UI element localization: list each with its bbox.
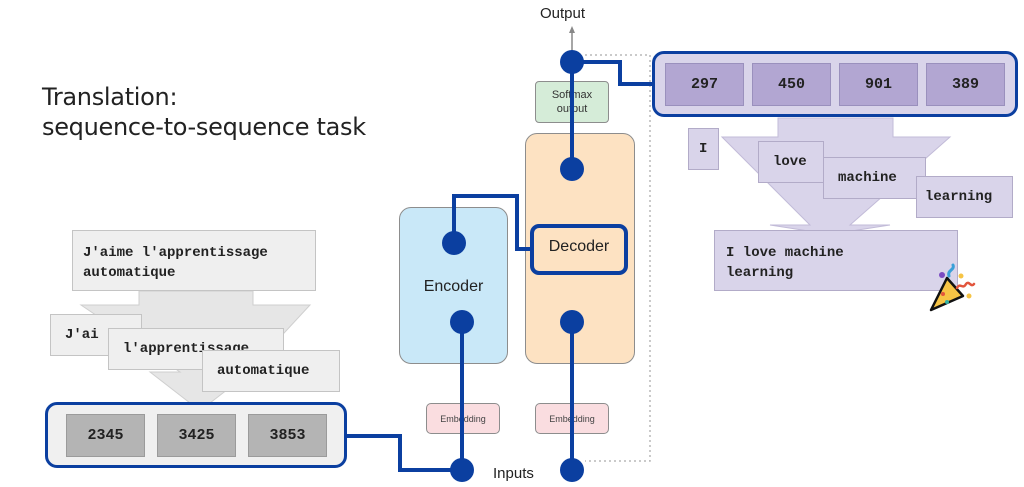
output-arrow-head bbox=[569, 26, 575, 33]
target-indices-frame: 297 450 901 389 bbox=[652, 51, 1018, 117]
source-index-cell: 3853 bbox=[248, 413, 327, 457]
title-line-2: sequence-to-sequence task bbox=[42, 113, 366, 141]
slide-title: Translation: sequence-to-sequence task bbox=[42, 82, 366, 142]
target-index-cell: 450 bbox=[752, 62, 831, 106]
encoder-input-node bbox=[450, 458, 474, 482]
source-sentence-line-1: J'aime l'apprentissage bbox=[83, 245, 268, 261]
decoder-bottom-node bbox=[560, 310, 584, 334]
party-popper-icon bbox=[929, 263, 976, 312]
source-sentence-box: J'aime l'apprentissage automatique bbox=[72, 230, 316, 291]
output-to-target-connector bbox=[572, 60, 652, 86]
target-token-1: I bbox=[688, 128, 719, 170]
target-token-3-text: machine bbox=[838, 170, 897, 186]
source-indices-frame: 2345 3425 3853 bbox=[45, 402, 347, 468]
source-to-input-connector bbox=[347, 434, 462, 472]
encoder-label: Encoder bbox=[423, 278, 484, 295]
decoder-label: Decoder bbox=[548, 238, 610, 255]
target-token-4: learning bbox=[916, 176, 1013, 218]
decoder-highlight-frame bbox=[530, 224, 628, 275]
target-token-4-text: learning bbox=[925, 189, 993, 205]
target-index-cell: 901 bbox=[839, 62, 918, 106]
target-token-3: machine bbox=[823, 157, 926, 199]
source-index-cell: 2345 bbox=[66, 413, 145, 457]
target-token-2: love bbox=[758, 141, 824, 183]
target-token-1-text: I bbox=[699, 141, 708, 157]
target-sentence-line-2: learning bbox=[726, 265, 794, 281]
target-index-cell: 297 bbox=[665, 62, 744, 106]
source-token-3-text: automatique bbox=[217, 363, 310, 379]
decoder-top-node bbox=[560, 157, 584, 181]
target-index-cell: 389 bbox=[926, 62, 1005, 106]
title-line-1: Translation: bbox=[42, 83, 178, 111]
source-token-1: J'ai bbox=[50, 314, 142, 356]
encoder-top-node bbox=[442, 231, 466, 255]
inputs-label: Inputs bbox=[493, 465, 534, 482]
output-node bbox=[560, 50, 584, 74]
target-sentence-line-1: I love machine bbox=[726, 245, 844, 261]
target-sentence-box: I love machine learning bbox=[714, 230, 958, 291]
decoder-input-node bbox=[560, 458, 584, 482]
source-token-1-text: J'ai bbox=[65, 327, 99, 343]
source-index-cell: 3425 bbox=[157, 413, 236, 457]
source-token-3: automatique bbox=[202, 350, 340, 392]
source-sentence-line-2: automatique bbox=[83, 265, 176, 281]
encoder-bottom-node bbox=[450, 310, 474, 334]
output-label: Output bbox=[540, 5, 586, 22]
encoder-to-decoder-connector bbox=[452, 194, 532, 251]
target-token-2-text: love bbox=[773, 154, 807, 170]
